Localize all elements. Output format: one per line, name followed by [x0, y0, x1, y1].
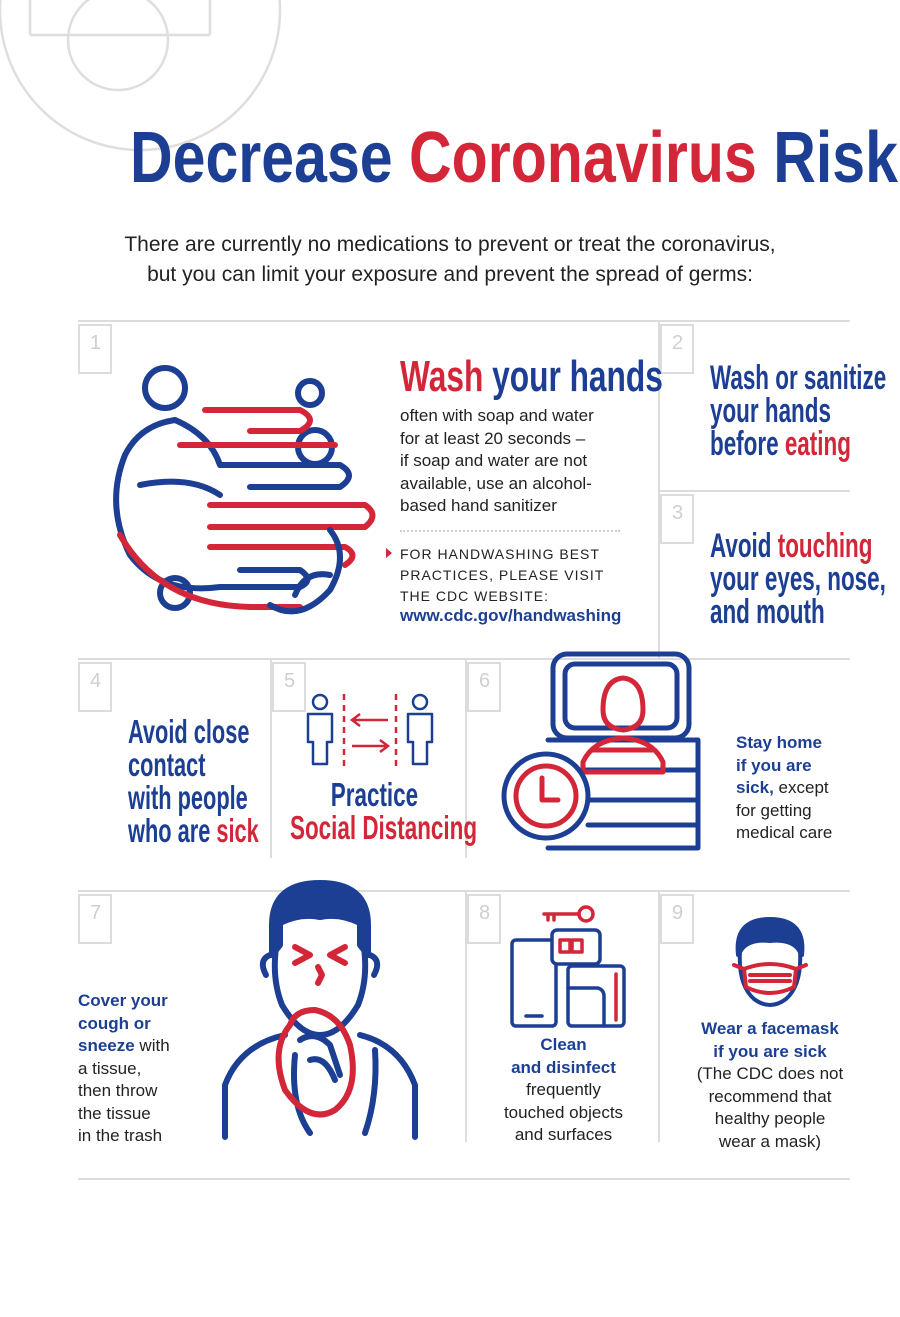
title-part3: Risk: [773, 118, 898, 198]
tip6-line5: medical care: [736, 823, 833, 842]
grid-line: [465, 890, 467, 1142]
sick-in-bed-icon: [501, 651, 701, 851]
tip1-heading-red: Wash: [400, 352, 484, 401]
tip1-note: FOR HANDWASHING BEST PRACTICES, PLEASE V…: [400, 544, 604, 607]
tip7-line6: the tissue: [78, 1103, 151, 1123]
intro-text: There are currently no medications to pr…: [0, 230, 900, 290]
tip2-line3-red: eating: [784, 425, 851, 463]
grid-line: [78, 1178, 850, 1180]
tip1-body: often with soap and water for at least 2…: [400, 405, 650, 518]
tip-number-5: 5: [272, 662, 306, 712]
tip8-text: Clean and disinfect frequently touched o…: [467, 1034, 660, 1147]
tip4-line2: contact: [128, 746, 206, 783]
tip3-line1-blue: Avoid: [710, 527, 772, 565]
tip-number-7: 7: [78, 894, 112, 944]
tip3-text: Avoid touching your eyes, nose, and mout…: [710, 527, 886, 631]
tip-number-1: 1: [78, 324, 112, 374]
tip4-text: Avoid close contact with people who are …: [128, 715, 259, 847]
tip1-heading-blue: your hands: [492, 352, 663, 401]
tip8-bold2: and disinfect: [511, 1057, 616, 1077]
tip4-line3: with people: [128, 779, 248, 816]
tip9-line4: recommend that: [708, 1086, 832, 1106]
tip1-note-line: FOR HANDWASHING BEST: [400, 546, 600, 562]
title-part1: Decrease: [130, 118, 393, 198]
tip2-text: Wash or sanitize your hands before eatin…: [710, 359, 887, 463]
tip-number-9: 9: [660, 894, 694, 944]
tip3-line1-red: touching: [777, 527, 873, 565]
tip1-heading: Wash your hands: [400, 352, 663, 402]
tip6-text: Stay home if you are sick, except for ge…: [736, 732, 832, 845]
tip4-line1: Avoid close: [128, 713, 250, 750]
tip7-bold1: Cover your: [78, 991, 168, 1010]
tip1-body-line: often with soap and water: [400, 406, 594, 425]
tip4-line4-red: sick: [216, 812, 259, 849]
tip2-line2: your hands: [710, 392, 831, 430]
tip7-bold2: cough or: [78, 1013, 151, 1033]
intro-line2: but you can limit your exposure and prev…: [147, 263, 753, 286]
intro-line1: There are currently no medications to pr…: [124, 233, 776, 256]
tip6-bold3: sick,: [736, 778, 774, 797]
tip3-line2: your eyes, nose,: [710, 560, 886, 598]
tip1-note-line: PRACTICES, PLEASE VISIT: [400, 567, 605, 583]
tip1-body-line: available, use an alcohol-: [400, 473, 592, 493]
tip4-line4-blue: who are: [128, 812, 211, 849]
hands-washing-icon: [113, 365, 376, 615]
tip-number-6: 6: [467, 662, 501, 712]
phone-wallet-keys-icon: [510, 905, 626, 1028]
grid-line: [660, 490, 850, 492]
tip5-line2: Social Distancing: [290, 809, 478, 846]
grid-line: [78, 890, 850, 892]
cdc-handwashing-link[interactable]: www.cdc.gov/handwashing: [400, 606, 622, 625]
grid-line: [270, 658, 272, 858]
tip9-line5: healthy people: [714, 1109, 826, 1128]
dotted-divider: [400, 530, 620, 532]
grid-line: [658, 890, 660, 1142]
tip2-line1: Wash or sanitize: [710, 359, 887, 397]
tip8-line5: and surfaces: [514, 1125, 613, 1144]
tip7-rest3: with: [134, 1036, 170, 1055]
tip9-text: Wear a facemask if you are sick (The CDC…: [660, 1018, 880, 1153]
tip5-text: Practice Social Distancing: [290, 776, 478, 846]
tip6-rest3: except: [773, 778, 829, 797]
tip9-bold1: Wear a facemask: [701, 1019, 839, 1038]
page-title: Decrease Coronavirus Risk: [130, 118, 898, 198]
red-arrow-icon: [386, 548, 392, 558]
tip7-line4: a tissue,: [78, 1058, 142, 1078]
tip6-line4: for getting: [736, 800, 812, 820]
tip1-body-line: based hand sanitizer: [400, 496, 557, 515]
grid-line: [465, 658, 467, 858]
title-part2: Coronavirus: [409, 118, 757, 198]
tip-number-8: 8: [467, 894, 501, 944]
tip9-bold2: if you are sick: [713, 1041, 827, 1061]
tip8-bold1: Clean: [540, 1035, 587, 1054]
tip6-bold1: Stay home: [736, 733, 822, 752]
tip1-body-line: if soap and water are not: [400, 451, 588, 470]
tip7-bold3: sneeze: [78, 1036, 135, 1055]
coughing-person-icon: [222, 880, 418, 1140]
tip1-body-line: for at least 20 seconds –: [400, 428, 586, 448]
tip1-note-line: THE CDC WEBSITE:: [400, 588, 550, 604]
tip8-line3: frequently: [526, 1080, 601, 1099]
tip7-line7: in the trash: [78, 1126, 163, 1145]
tip8-line4: touched objects: [503, 1102, 624, 1122]
tip9-line6: wear a mask): [718, 1131, 822, 1151]
tip7-text: Cover your cough or sneeze with a tissue…: [78, 990, 170, 1148]
grid-line: [658, 320, 660, 658]
social-distance-icon: [306, 693, 434, 767]
facemask-icon: [732, 917, 808, 1007]
tip3-line3: and mouth: [710, 593, 825, 631]
decorative-circles: [0, 0, 282, 152]
tip9-line3: (The CDC does not: [696, 1064, 844, 1083]
grid-line: [78, 320, 850, 322]
tip5-line1: Practice: [330, 776, 419, 813]
tip-number-2: 2: [660, 324, 694, 374]
tip2-line3-blue: before: [710, 425, 779, 463]
grid-line: [78, 658, 850, 660]
tip-number-3: 3: [660, 494, 694, 544]
tip7-line5: then throw: [78, 1081, 158, 1100]
tip6-bold2: if you are: [736, 755, 812, 775]
tip-number-4: 4: [78, 662, 112, 712]
